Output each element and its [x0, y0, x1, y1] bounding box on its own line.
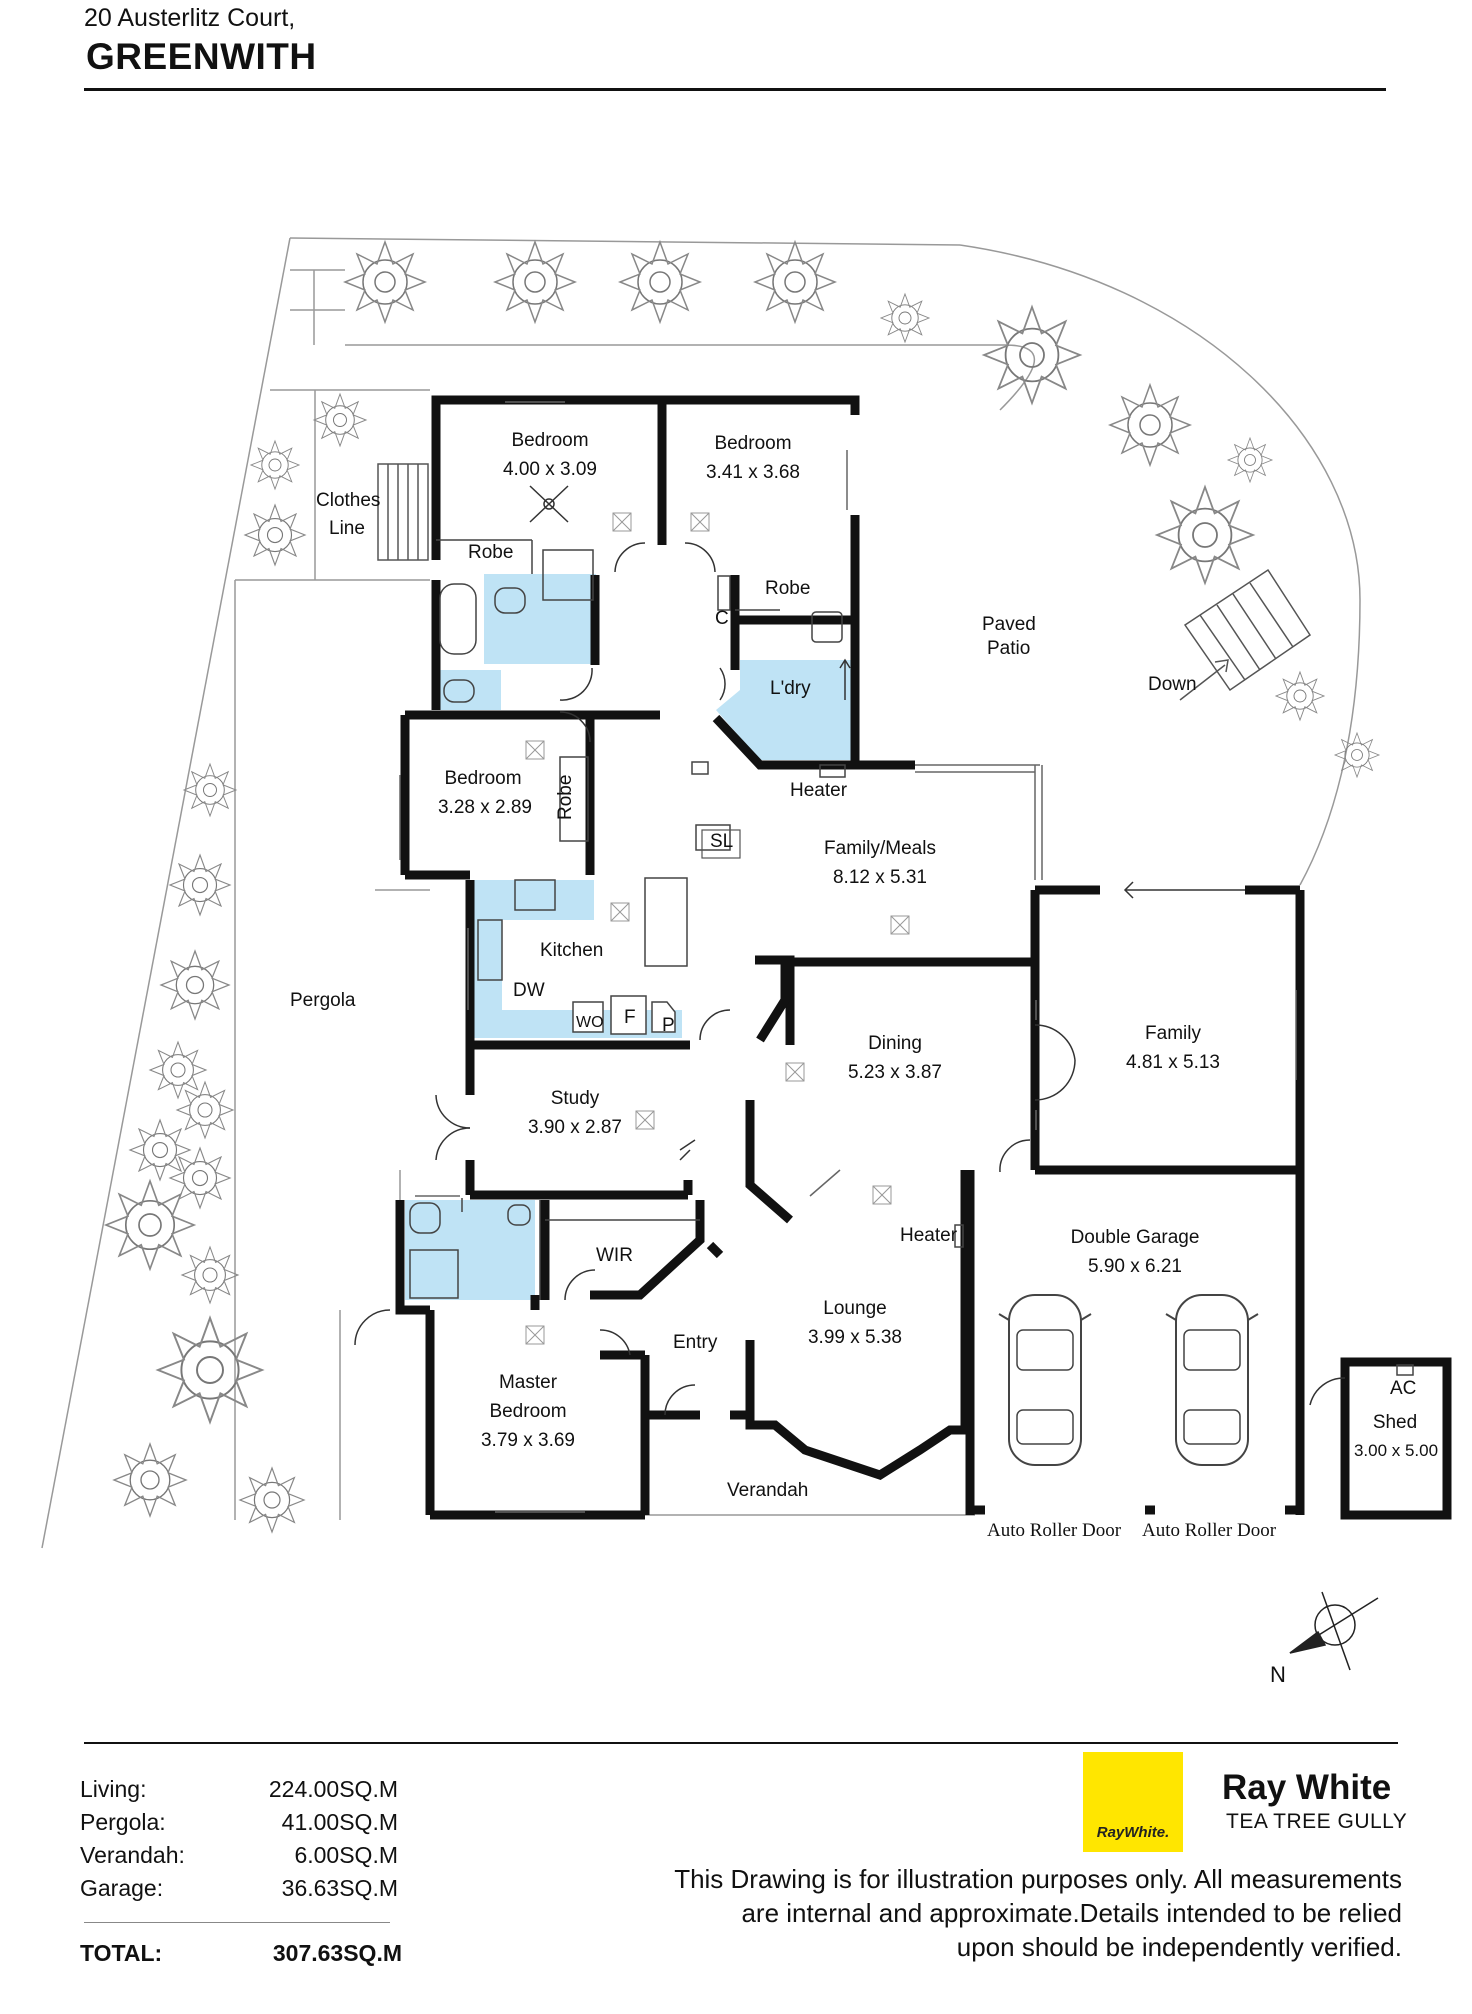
- label-master-dims: 3.79 x 3.69: [480, 1430, 576, 1451]
- label-bedroom1-dims: 4.00 x 3.09: [502, 459, 598, 480]
- fixtures: [409, 539, 1414, 1376]
- footer-rule: [84, 1742, 1398, 1744]
- label-patio: Patio: [987, 638, 1031, 659]
- label-lounge-name: Lounge: [823, 1298, 887, 1319]
- label-bedroom3-name: Bedroom: [444, 768, 522, 789]
- area-label-verandah: Verandah:: [80, 1842, 185, 1868]
- label-family-meals-name: Family/Meals: [824, 838, 936, 859]
- label-paved: Paved: [982, 614, 1036, 635]
- label-entry: Entry: [673, 1332, 718, 1353]
- property-address: 20 Austerlitz Court,: [84, 4, 296, 32]
- label-bedroom2-dims: 3.41 x 3.68: [705, 462, 801, 483]
- label-heater2: Heater: [900, 1225, 958, 1246]
- label-clothes: Clothes: [316, 490, 381, 511]
- label-heater1: Heater: [790, 780, 848, 801]
- disclaimer-line-2: are internal and approximate.Details int…: [741, 1898, 1402, 1928]
- area-value-verandah: 6.00SQ.M: [294, 1842, 398, 1868]
- windows: [399, 401, 1297, 1513]
- label-dw: DW: [513, 980, 545, 1001]
- label-lounge-dims: 3.99 x 5.38: [807, 1327, 903, 1348]
- door-swings: [354, 542, 1346, 1416]
- label-shed-name: Shed: [1372, 1412, 1418, 1433]
- label-roller-door-1: Auto Roller Door: [987, 1520, 1122, 1541]
- label-wir: WIR: [596, 1245, 633, 1266]
- label-line: Line: [329, 518, 365, 539]
- disclaimer: This Drawing is for illustration purpose…: [642, 1862, 1402, 1964]
- label-shed-dims: 3.00 x 5.00: [1353, 1441, 1439, 1460]
- label-cupboard: C: [715, 608, 729, 629]
- area-value-total: 307.63SQ.M: [272, 1940, 402, 1966]
- header-rule: [84, 88, 1386, 91]
- label-bedroom1-name: Bedroom: [511, 430, 589, 451]
- label-roller-door-2: Auto Roller Door: [1142, 1520, 1277, 1541]
- label-ac: AC: [1390, 1378, 1417, 1399]
- label-laundry: L'dry: [770, 678, 811, 699]
- label-family-meals-dims: 8.12 x 5.31: [832, 867, 928, 888]
- label-garage-name: Double Garage: [1070, 1227, 1200, 1248]
- ray-white-logo-text: RayWhite.: [1096, 1824, 1170, 1841]
- site-boundary: [41, 237, 1361, 1549]
- label-wo: WO: [576, 1014, 604, 1031]
- label-pergola: Pergola: [290, 990, 356, 1011]
- label-verandah: Verandah: [727, 1480, 809, 1501]
- area-label-pergola: Pergola:: [80, 1809, 166, 1835]
- label-kitchen: Kitchen: [540, 940, 604, 961]
- agency-name: Ray White: [1222, 1768, 1392, 1807]
- area-value-pergola: 41.00SQ.M: [281, 1809, 398, 1835]
- label-bedroom3-dims: 3.28 x 2.89: [437, 797, 533, 818]
- label-robe1: Robe: [468, 542, 514, 563]
- label-robe3: Robe: [555, 774, 576, 820]
- clothes-line: [377, 463, 429, 561]
- property-suburb: GREENWITH: [86, 36, 317, 77]
- label-sl: SL: [710, 831, 734, 852]
- label-master-line1: Master: [498, 1372, 558, 1393]
- label-down: Down: [1148, 674, 1197, 695]
- label-study-dims: 3.90 x 2.87: [527, 1117, 623, 1138]
- disclaimer-line-3: upon should be independently verified.: [956, 1932, 1402, 1962]
- label-dining-name: Dining: [868, 1033, 922, 1054]
- area-value-garage: 36.63SQ.M: [281, 1875, 398, 1901]
- label-bedroom2-name: Bedroom: [714, 433, 792, 454]
- area-total-rule: [84, 1922, 390, 1923]
- ceiling-fixtures: [525, 485, 910, 1345]
- label-pantry: P: [662, 1015, 675, 1036]
- area-label-living: Living:: [80, 1776, 147, 1802]
- agency-office: TEA TREE GULLY: [1226, 1810, 1408, 1833]
- patio-steps: [1179, 568, 1312, 701]
- north-arrow-icon: [1289, 1591, 1379, 1671]
- area-label-garage: Garage:: [80, 1875, 164, 1901]
- label-family-name: Family: [1145, 1023, 1201, 1044]
- label-family-dims: 4.81 x 5.13: [1125, 1052, 1221, 1073]
- area-label-total: TOTAL:: [80, 1940, 163, 1966]
- label-master-line2: Bedroom: [489, 1401, 567, 1422]
- label-dining-dims: 5.23 x 3.87: [847, 1062, 943, 1083]
- area-value-living: 224.00SQ.M: [268, 1776, 398, 1802]
- label-garage-dims: 5.90 x 6.21: [1087, 1256, 1183, 1277]
- label-fridge: F: [624, 1007, 636, 1028]
- label-robe2: Robe: [765, 578, 811, 599]
- walls: [395, 395, 1452, 1520]
- ray-white-logo: [1083, 1752, 1183, 1852]
- label-north: N: [1270, 1662, 1286, 1687]
- label-study-name: Study: [550, 1088, 600, 1109]
- disclaimer-line-1: This Drawing is for illustration purpose…: [674, 1864, 1402, 1894]
